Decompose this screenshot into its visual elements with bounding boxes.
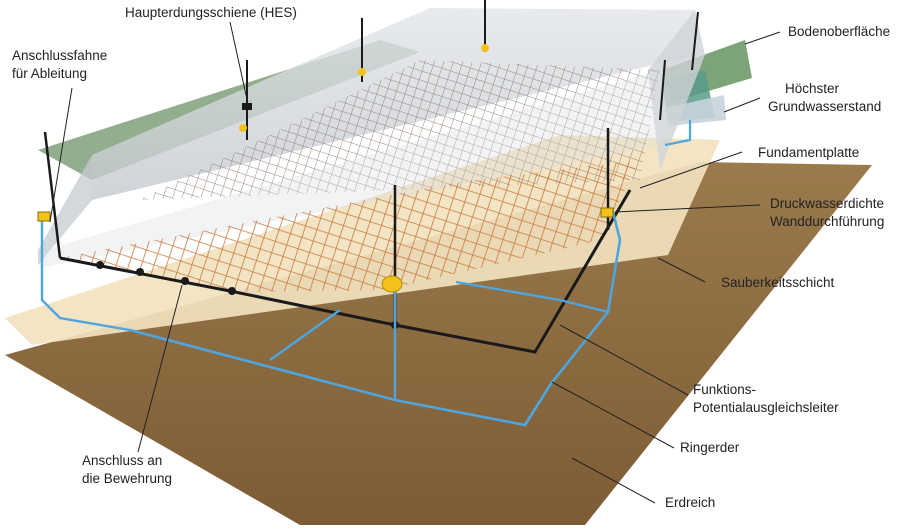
hes-busbar-icon [242,103,252,110]
rebar-connection-3 [181,277,189,285]
terminal-rod-back-4 [691,11,699,71]
label-potentialausgleichsleiter: Potentialausgleichsleiter [693,400,839,415]
rebar-mesh-upper [140,60,660,200]
rebar-connection-4 [228,287,236,295]
wall-clamp-3-icon [481,44,489,52]
label-anschlussfahne: Anschlussfahne [12,48,107,63]
label-anschlussfahne-2: für Ableitung [12,66,87,81]
label-fundamentplatte: Fundamentplatte [758,145,859,160]
label-hes: Haupterdungsschiene (HES) [125,5,297,20]
feedthrough-left-icon [37,211,51,222]
label-hoechster: Höchster [785,81,840,96]
right-wall [648,10,705,170]
label-grundwasserstand: Grundwasserstand [768,99,881,114]
foundation-slab [38,70,660,268]
terminal-rod-left [43,131,62,259]
label-erdreich: Erdreich [665,495,715,510]
ring-earth-lead-left [40,220,131,332]
rebar-connection-1 [96,261,104,269]
label-anschluss-an: Anschluss an [82,453,162,468]
rebar-mesh-lower [60,160,640,292]
wall-clamp-1-icon [239,124,247,132]
ring-earth-cross-3 [455,280,609,314]
main-clamp-yellow-icon [381,275,403,293]
label-wanddurchfuehrung: Wanddurchführung [770,214,884,229]
ring-earth-cross-1 [269,309,341,361]
left-wall [38,155,92,265]
leader-lines [49,21,781,504]
label-ringerder: Ringerder [680,440,740,455]
rebar-connection-2 [136,268,144,276]
label-bodenoberflaeche: Bodenoberfläche [788,24,890,39]
label-funktions: Funktions- [693,382,756,397]
label-sauberkeitsschicht: Sauberkeitsschicht [721,275,835,290]
terminal-rod-back-5 [659,59,666,121]
feedthrough-right-icon [600,207,614,218]
wall-clamp-2-icon [358,68,366,76]
label-druckwasserdichte: Druckwasserdichte [770,196,884,211]
label-die-bewehrung: die Bewehrung [82,471,172,486]
ring-earth-lead-right [664,120,692,147]
